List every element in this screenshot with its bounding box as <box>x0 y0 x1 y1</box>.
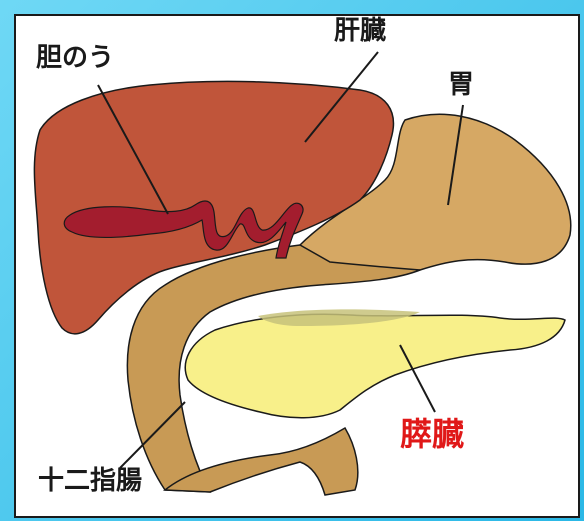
gallbladder-label: 胆のう <box>36 45 114 71</box>
duodenum-label: 十二指腸 <box>38 468 142 494</box>
pancreas-shape <box>185 314 565 418</box>
stomach-label: 胃 <box>448 72 474 98</box>
pancreas-label: 膵臓 <box>400 418 464 450</box>
liver-label: 肝臓 <box>334 18 386 44</box>
